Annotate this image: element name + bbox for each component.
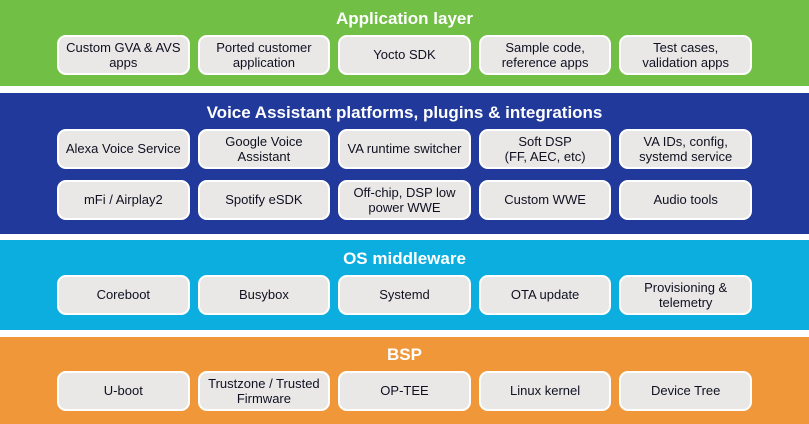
- layer-os-middleware: OS middleware Coreboot Busybox Systemd O…: [0, 240, 809, 330]
- box-ported-customer-application: Ported customer application: [197, 35, 331, 75]
- box-google-voice-assistant: Google Voice Assistant: [197, 129, 331, 169]
- voice-assistant-box-row-2: mFi / Airplay2 Spotify eSDK Off-chip, DS…: [0, 180, 809, 220]
- box-label: Custom WWE: [504, 192, 586, 208]
- box-label: OP-TEE: [380, 383, 429, 399]
- box-va-ids-config-systemd-service: VA IDs, config, systemd service: [619, 129, 752, 169]
- box-label: mFi / Airplay2: [83, 192, 163, 208]
- box-spotify-esdk: Spotify eSDK: [197, 180, 331, 220]
- box-custom-gva-avs-apps: Custom GVA & AVS apps: [57, 35, 190, 75]
- box-label: Busybox: [238, 287, 289, 303]
- box-label: Ported customer application: [216, 39, 312, 70]
- box-label: Coreboot: [96, 287, 151, 303]
- box-sample-code-reference-apps: Sample code, reference apps: [478, 35, 612, 75]
- layer-bsp: BSP U-boot Trustzone / Trusted Firmware …: [0, 337, 809, 424]
- layer-bsp-title: BSP: [387, 345, 422, 364]
- box-label: VA runtime switcher: [347, 141, 462, 157]
- voice-assistant-box-row-1: Alexa Voice Service Google Voice Assista…: [0, 129, 809, 169]
- box-soft-dsp: Soft DSP (FF, AEC, etc): [478, 129, 612, 169]
- box-busybox: Busybox: [197, 275, 331, 315]
- box-test-cases-validation-apps: Test cases, validation apps: [619, 35, 752, 75]
- box-provisioning-telemetry: Provisioning & telemetry: [619, 275, 752, 315]
- box-yocto-sdk: Yocto SDK: [338, 35, 471, 75]
- box-label: Provisioning & telemetry: [644, 279, 728, 310]
- box-label: U-boot: [103, 383, 143, 399]
- box-u-boot: U-boot: [57, 371, 190, 411]
- layer-voice-assistant: Voice Assistant platforms, plugins & int…: [0, 93, 809, 234]
- box-trustzone-trusted-firmware: Trustzone / Trusted Firmware: [197, 371, 331, 411]
- box-systemd: Systemd: [338, 275, 471, 315]
- os-middleware-box-row: Coreboot Busybox Systemd OTA update Prov…: [0, 275, 809, 315]
- layer-application: Application layer Custom GVA & AVS apps …: [0, 0, 809, 86]
- box-label: Custom GVA & AVS apps: [66, 39, 181, 70]
- box-label: Linux kernel: [510, 383, 581, 399]
- box-op-tee: OP-TEE: [338, 371, 471, 411]
- bsp-box-row: U-boot Trustzone / Trusted Firmware OP-T…: [0, 371, 809, 411]
- layer-application-title: Application layer: [336, 9, 473, 28]
- box-label: Yocto SDK: [373, 47, 436, 63]
- layer-voice-assistant-title: Voice Assistant platforms, plugins & int…: [206, 103, 603, 122]
- box-ota-update: OTA update: [478, 275, 612, 315]
- layer-os-middleware-title: OS middleware: [343, 249, 466, 268]
- box-off-chip-dsp-low-power-wwe: Off-chip, DSP low power WWE: [338, 180, 471, 220]
- box-alexa-voice-service: Alexa Voice Service: [57, 129, 190, 169]
- box-label: Soft DSP (FF, AEC, etc): [504, 133, 586, 164]
- box-label: Audio tools: [653, 192, 718, 208]
- box-label: Systemd: [379, 287, 430, 303]
- box-va-runtime-switcher: VA runtime switcher: [338, 129, 471, 169]
- box-linux-kernel: Linux kernel: [478, 371, 612, 411]
- box-label: Trustzone / Trusted Firmware: [208, 375, 320, 406]
- box-label: OTA update: [510, 287, 580, 303]
- box-label: VA IDs, config, systemd service: [639, 133, 733, 164]
- box-audio-tools: Audio tools: [619, 180, 752, 220]
- box-label: Alexa Voice Service: [65, 141, 181, 157]
- box-label: Off-chip, DSP low power WWE: [353, 184, 456, 215]
- box-label: Sample code, reference apps: [501, 39, 589, 70]
- box-coreboot: Coreboot: [57, 275, 190, 315]
- box-label: Device Tree: [651, 383, 721, 399]
- box-device-tree: Device Tree: [619, 371, 752, 411]
- box-label: Test cases, validation apps: [642, 39, 730, 70]
- application-box-row: Custom GVA & AVS apps Ported customer ap…: [0, 35, 809, 75]
- box-label: Spotify eSDK: [225, 192, 303, 208]
- box-custom-wwe: Custom WWE: [478, 180, 612, 220]
- box-label: Google Voice Assistant: [225, 133, 303, 164]
- box-mfi-airplay2: mFi / Airplay2: [57, 180, 190, 220]
